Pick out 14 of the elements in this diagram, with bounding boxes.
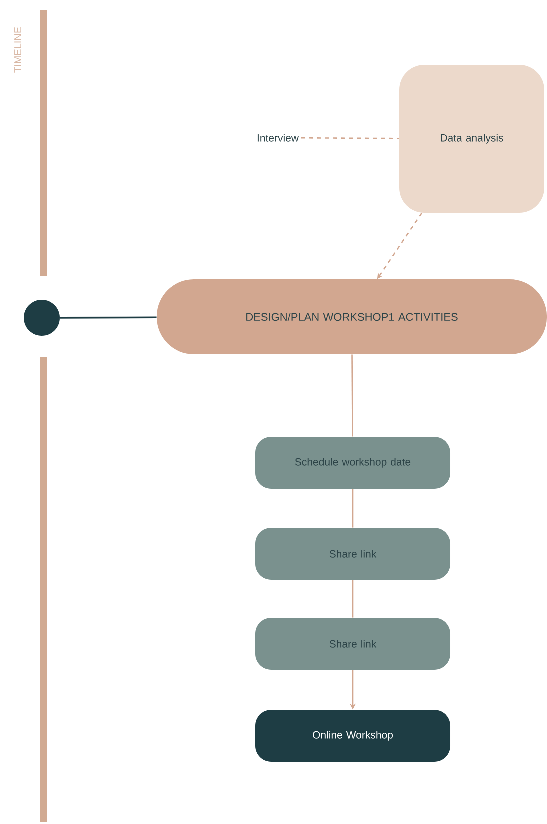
- process-box: Schedule workshop date: [256, 437, 450, 489]
- connector: [60, 316, 157, 319]
- connector: [352, 489, 354, 528]
- text-label: Interview: [258, 134, 300, 142]
- process-box: DESIGN/PLAN WORKSHOP1 ACTIVITIES: [157, 280, 547, 354]
- process-box: Share link: [256, 528, 450, 580]
- connector: [352, 354, 354, 437]
- connector: [352, 580, 354, 618]
- connector: [301, 137, 400, 140]
- process-box: Share link: [256, 618, 450, 670]
- process-box: Online Workshop: [256, 710, 450, 762]
- timeline-label: TIMELINE: [14, 27, 22, 73]
- timeline-dot: [24, 300, 60, 336]
- process-box: Data analysis: [400, 65, 544, 213]
